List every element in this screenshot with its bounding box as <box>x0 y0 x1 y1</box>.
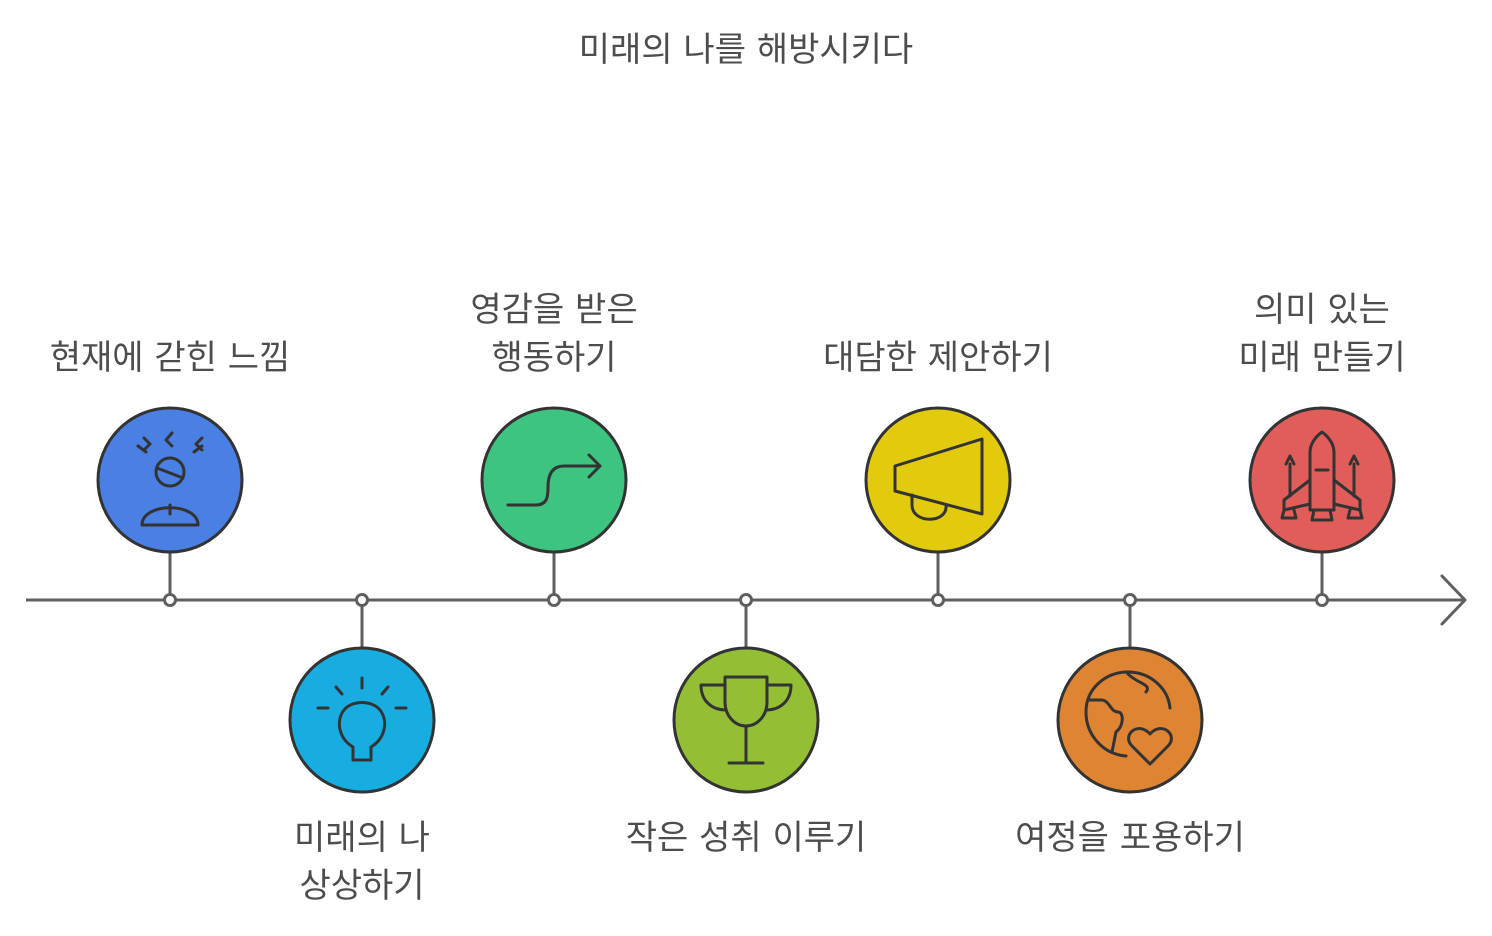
rocket-icon <box>1280 430 1364 522</box>
step-3-label-line-1: 영감을 받은 <box>470 290 638 330</box>
step-5-label-line-1: 대담한 제안하기 <box>823 338 1053 378</box>
step-7 <box>1248 406 1396 607</box>
step-4-circle <box>672 646 820 794</box>
step-4-label: 작은 성취 이루기 <box>596 814 896 862</box>
step-6-node <box>1123 593 1137 607</box>
step-7-label-line-1: 의미 있는 <box>1254 290 1390 330</box>
step-3-label: 영감을 받은 행동하기 <box>404 286 704 382</box>
step-2-label: 미래의 나 상상하기 <box>212 814 512 910</box>
step-1-node <box>163 593 177 607</box>
timeline-arrowhead <box>1440 574 1467 626</box>
step-5 <box>864 406 1012 607</box>
step-4 <box>672 593 820 794</box>
step-1-label-line-1: 현재에 갇힌 느낌 <box>49 338 291 378</box>
step-1 <box>96 406 244 607</box>
step-6-circle <box>1056 646 1204 794</box>
step-5-node <box>931 593 945 607</box>
step-6-label: 여정을 포용하기 <box>980 814 1280 862</box>
step-4-node <box>739 593 753 607</box>
step-1-circle <box>96 406 244 554</box>
megaphone-icon <box>893 437 984 521</box>
step-7-circle <box>1248 406 1396 554</box>
step-2-circle <box>288 646 436 794</box>
stressed-person-icon <box>136 431 204 527</box>
step-2-label-line-1: 미래의 나 <box>294 818 430 858</box>
globe-heart-icon <box>1084 670 1173 766</box>
step-7-node <box>1315 593 1329 607</box>
diagram-title: 미래의 나를 해방시키다 <box>578 30 914 70</box>
step-7-label-line-2: 미래 만들기 <box>1238 338 1406 378</box>
step-3-node <box>547 593 561 607</box>
lightbulb-icon <box>316 676 408 762</box>
step-1-label: 현재에 갇힌 느낌 <box>20 334 320 382</box>
step-3-circle <box>480 406 628 554</box>
trophy-icon <box>699 675 793 765</box>
step-2 <box>288 593 436 794</box>
step-6-label-line-1: 여정을 포용하기 <box>1015 818 1245 858</box>
step-6 <box>1056 593 1204 794</box>
step-7-label: 의미 있는 미래 만들기 <box>1172 286 1472 382</box>
step-2-node <box>355 593 369 607</box>
step-4-label-line-1: 작은 성취 이루기 <box>625 818 867 858</box>
step-3 <box>480 406 628 607</box>
step-5-circle <box>864 406 1012 554</box>
step-2-label-line-2: 상상하기 <box>299 866 425 906</box>
step-5-label: 대담한 제안하기 <box>788 334 1088 382</box>
path-arrow-icon <box>506 453 602 507</box>
step-3-label-line-2: 행동하기 <box>491 338 617 378</box>
